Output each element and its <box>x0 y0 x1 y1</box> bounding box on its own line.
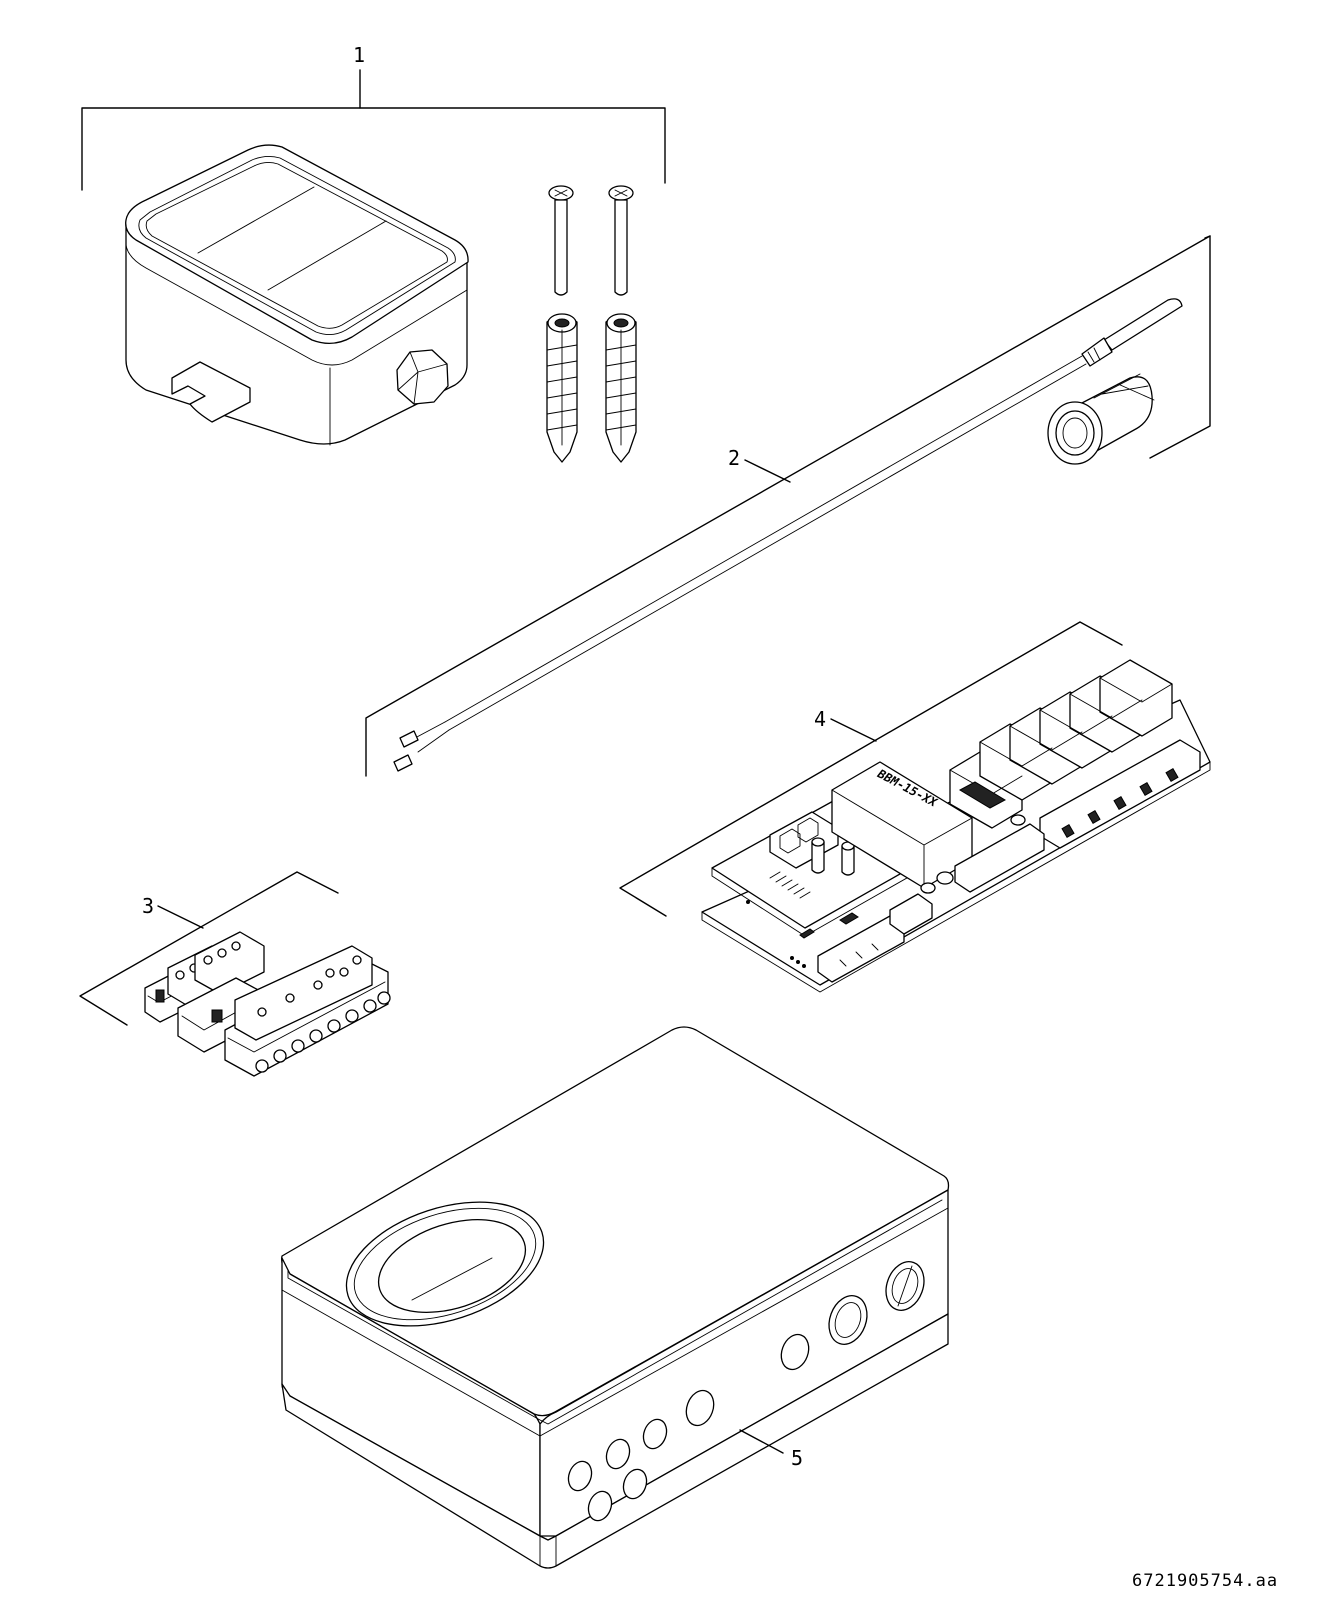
callout-3-bracket: 3 <box>79 871 339 1026</box>
screw-2 <box>608 185 634 296</box>
callout-2-label: 2 <box>728 446 740 470</box>
screw-1 <box>548 185 574 296</box>
drawing-code: 6721905754.aa <box>1132 1571 1278 1591</box>
sensor-cable <box>393 298 1183 772</box>
callout-2-bracket: 2 <box>365 235 1211 777</box>
callout-1-label: 1 <box>353 43 365 67</box>
pcb-board: BBM-15-XX <box>701 659 1211 993</box>
terminal-connectors <box>144 931 391 1077</box>
callout-4-label: 4 <box>814 707 826 731</box>
callout-4-bracket: 4 <box>619 621 1123 917</box>
module-enclosure <box>281 1026 950 1569</box>
wall-dowel-1 <box>546 313 578 463</box>
wall-dowel-2 <box>605 313 637 463</box>
callout-5-leader: 5 <box>739 1429 803 1470</box>
callout-3-label: 3 <box>142 894 154 918</box>
sensor-housing <box>125 144 469 446</box>
callout-1-bracket: 1 <box>81 43 666 191</box>
cable-gland <box>1047 373 1155 465</box>
callout-5-label: 5 <box>791 1446 803 1470</box>
